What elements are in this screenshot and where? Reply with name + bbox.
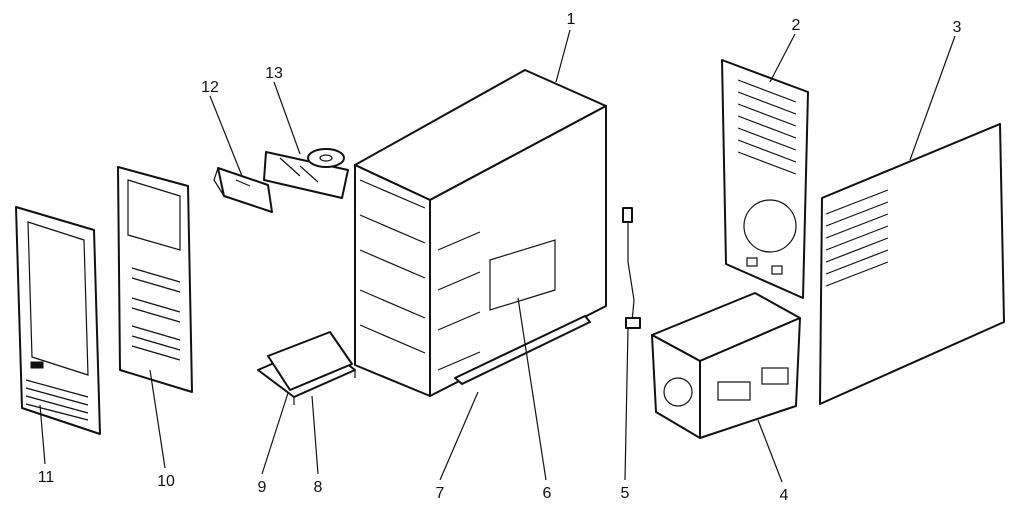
side-cover <box>819 123 1005 405</box>
callout-2: 2 <box>792 17 801 34</box>
callout-13: 13 <box>265 65 283 82</box>
callout-8: 8 <box>314 479 323 496</box>
callout-11: 11 <box>38 469 55 486</box>
callout-1: 1 <box>567 11 576 28</box>
callout-12: 12 <box>201 79 219 96</box>
callout-5: 5 <box>621 485 630 502</box>
front-frame-slots <box>131 267 181 361</box>
rear-panel <box>721 59 809 299</box>
drive-bracket <box>213 167 273 213</box>
callout-6: 6 <box>543 485 552 502</box>
callout-7: 7 <box>436 485 445 502</box>
rear-panel-slots <box>737 79 797 175</box>
main-chassis <box>354 69 607 397</box>
front-bezel <box>15 206 101 435</box>
leader-lines <box>39 29 956 483</box>
floppy-drive-assembly <box>263 148 349 199</box>
base-rail <box>454 315 591 385</box>
cable <box>622 207 641 329</box>
hard-drive-assembly <box>257 331 356 405</box>
callout-3: 3 <box>953 19 962 36</box>
callout-4: 4 <box>780 487 789 504</box>
callout-labels: 1 2 3 4 5 6 7 8 9 10 11 12 13 <box>38 11 962 504</box>
side-cover-vents <box>825 189 889 287</box>
callout-10: 10 <box>157 473 175 490</box>
bezel-vent-grille <box>25 379 89 421</box>
callout-9: 9 <box>258 479 267 496</box>
chassis-drive-bays <box>359 179 481 371</box>
power-supply <box>651 292 801 439</box>
motherboard-tray <box>489 239 556 311</box>
front-frame <box>117 166 193 393</box>
